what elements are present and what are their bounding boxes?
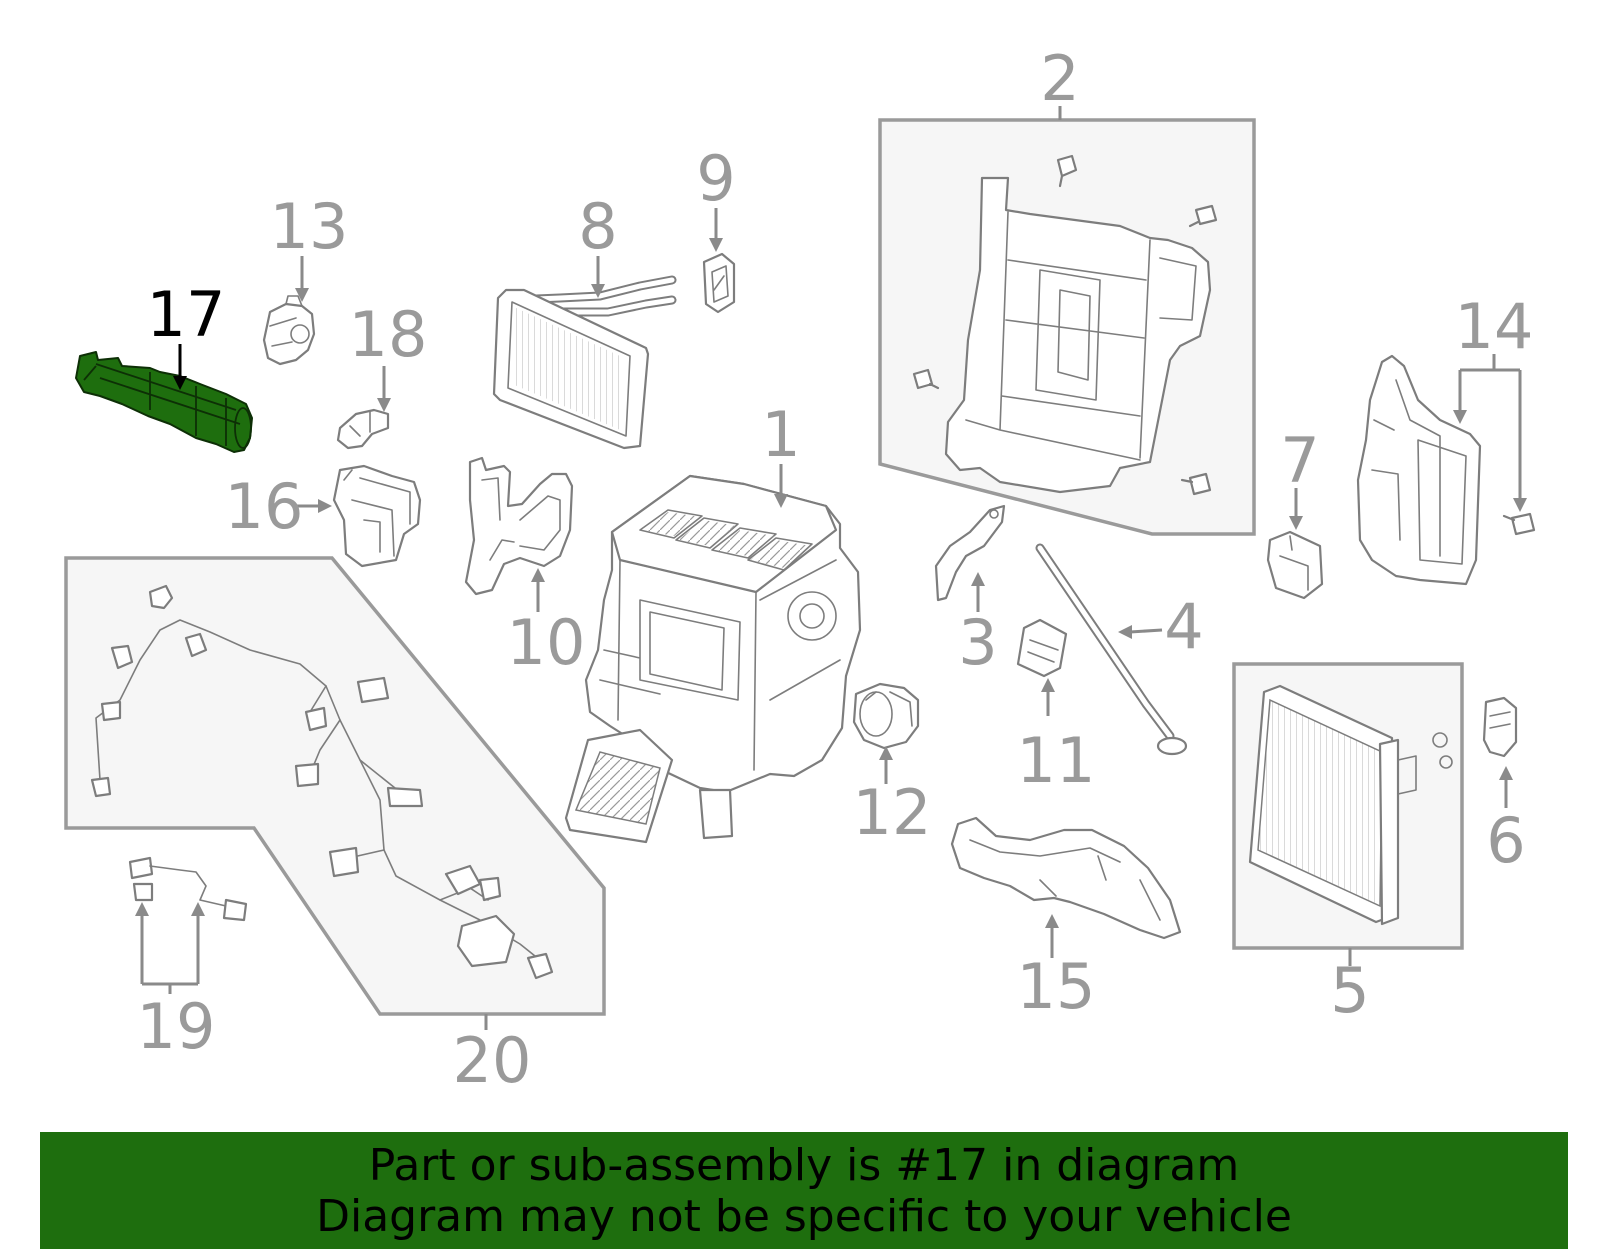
- callout-8: 8: [578, 190, 617, 263]
- part-12-blower-motor[interactable]: [852, 682, 920, 750]
- banner-line-part: Part or sub-assembly is #17 in diagram: [368, 1139, 1240, 1191]
- callout-15: 15: [1017, 950, 1096, 1023]
- callout-4: 4: [1164, 590, 1203, 663]
- part-13-actuator[interactable]: [262, 295, 316, 366]
- part-17-duct[interactable]: [75, 351, 253, 453]
- callout-20: 20: [453, 1024, 532, 1097]
- part-20-harness-box[interactable]: [64, 556, 606, 1016]
- part-2-case-box[interactable]: [878, 118, 1256, 536]
- leader-lines: [135, 106, 1527, 1030]
- part-19-sub-harness[interactable]: [128, 856, 248, 922]
- callout-7: 7: [1280, 424, 1319, 497]
- part-7-resistor[interactable]: [1266, 530, 1324, 600]
- callout-3: 3: [958, 606, 997, 679]
- callout-16: 16: [225, 470, 304, 543]
- part-3-bracket[interactable]: [934, 504, 1006, 602]
- callout-6: 6: [1486, 804, 1525, 877]
- part-2-screws: [912, 154, 1218, 496]
- part-6-connector[interactable]: [1482, 696, 1518, 758]
- part-5-evaporator-box[interactable]: [1232, 662, 1464, 950]
- part-4-drain-hose[interactable]: [1035, 543, 1188, 756]
- callout-5: 5: [1330, 954, 1369, 1027]
- part-18-sensor[interactable]: [336, 408, 390, 450]
- part-14-duct[interactable]: [1356, 354, 1536, 586]
- part-10-bracket[interactable]: [464, 456, 574, 596]
- callout-2: 2: [1040, 42, 1079, 115]
- callout-labels: 2 1 8 9 13 17 18 16 10 3 4 11 12 7 14 6 …: [137, 42, 1534, 1097]
- callout-19: 19: [137, 990, 216, 1063]
- callout-18: 18: [349, 298, 428, 371]
- callout-10: 10: [507, 606, 586, 679]
- callout-14: 14: [1455, 290, 1534, 363]
- banner-line-disclaimer: Diagram may not be specific to your vehi…: [316, 1190, 1292, 1242]
- part-16-actuator[interactable]: [332, 464, 422, 568]
- part-9-grommet[interactable]: [702, 252, 736, 314]
- callout-1: 1: [761, 398, 800, 471]
- callout-17: 17: [147, 278, 226, 351]
- part-11-sensor[interactable]: [1016, 618, 1068, 678]
- info-banner: Part or sub-assembly is #17 in diagram D…: [40, 1132, 1568, 1249]
- callout-11: 11: [1017, 724, 1096, 797]
- callout-13: 13: [270, 190, 349, 263]
- part-8-heater-core[interactable]: [492, 275, 677, 450]
- callout-12: 12: [853, 776, 932, 849]
- callout-9: 9: [696, 142, 735, 215]
- part-1-hvac-unit[interactable]: [564, 474, 862, 844]
- part-15-duct[interactable]: [950, 816, 1182, 940]
